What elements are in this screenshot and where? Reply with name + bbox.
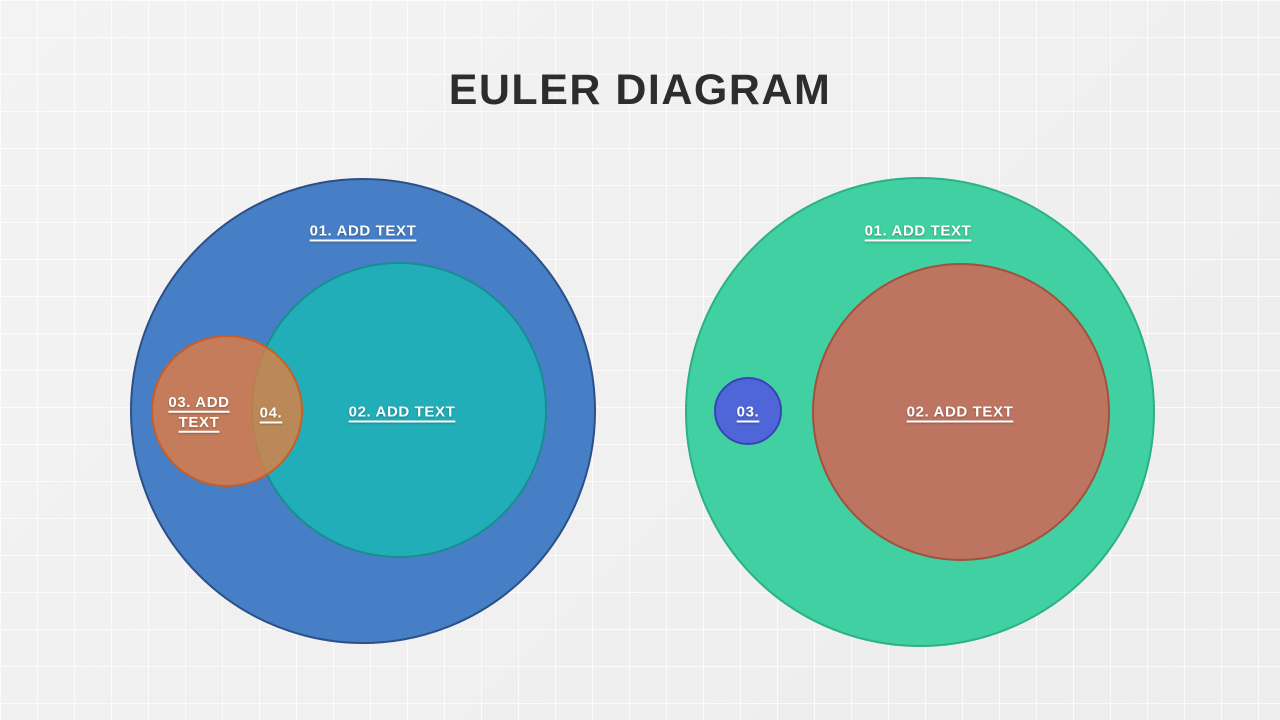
left-set3-circle[interactable] [151,335,303,487]
left-overlap-label[interactable]: 04. [259,404,283,422]
right-set2-circle[interactable] [812,263,1110,561]
right-set3-circle[interactable] [714,377,782,445]
right-set1-label[interactable]: 01. ADD TEXT [864,222,972,240]
left-set3-label[interactable]: 03. ADD TEXT [168,393,230,431]
left-set1-label[interactable]: 01. ADD TEXT [309,222,417,240]
page-title: EULER DIAGRAM [448,66,832,114]
right-set2-label[interactable]: 02. ADD TEXT [906,403,1014,421]
right-set3-label[interactable]: 03. [736,403,760,421]
left-set2-label[interactable]: 02. ADD TEXT [348,403,456,421]
